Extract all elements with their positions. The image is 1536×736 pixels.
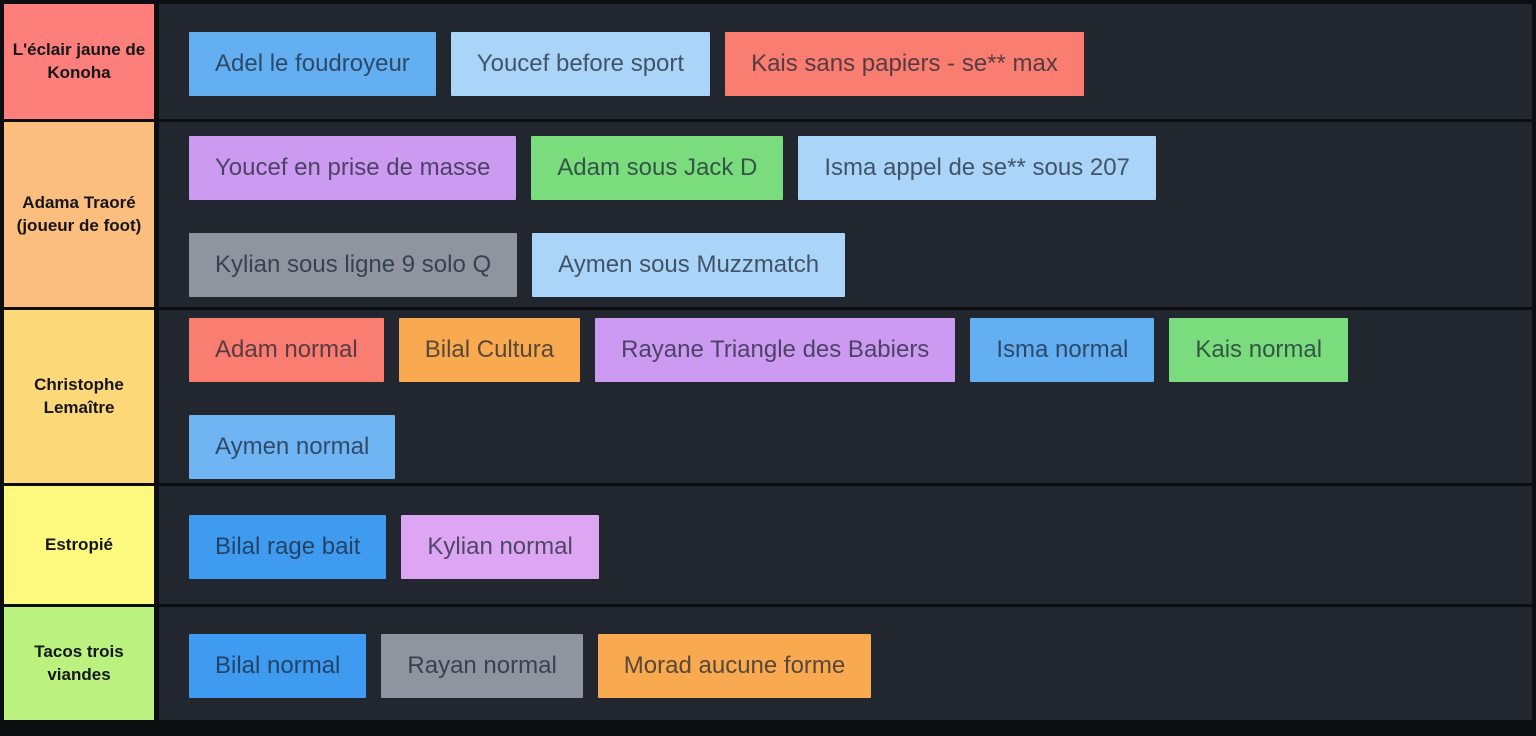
tier-item-label: Isma appel de se** sous 207: [824, 154, 1130, 181]
tier-label-text: Christophe Lemaître: [34, 375, 124, 417]
tier-label-text: L'éclair jaune de Konoha: [12, 40, 146, 82]
tier-line: Kylian sous ligne 9 solo Q Aymen sous Mu…: [189, 233, 1516, 297]
tier-content: Adel le foudroyeur Youcef before sport K…: [154, 4, 1532, 119]
tier-label: Tacos trois viandes: [4, 607, 154, 720]
tier-label: Estropié: [4, 486, 154, 604]
tier-item-label: Kylian normal: [427, 533, 573, 560]
tier-line: Adam normal Bilal Cultura Rayane Triangl…: [189, 318, 1516, 382]
tier-row: Adama Traoré (joueur de foot) Youcef en …: [4, 119, 1532, 307]
tier-item[interactable]: Kylian sous ligne 9 solo Q: [189, 233, 518, 297]
tier-item[interactable]: Adam normal: [189, 318, 384, 382]
tier-content: Bilal normal Rayan normal Morad aucune f…: [154, 607, 1532, 720]
tier-item[interactable]: Rayan normal: [381, 633, 583, 698]
tier-item-label: Adel le foudroyeur: [215, 49, 410, 77]
tier-item[interactable]: Bilal Cultura: [398, 318, 581, 382]
tier-item-label: Rayan normal: [407, 651, 557, 679]
tier-item[interactable]: Bilal normal: [189, 633, 367, 698]
tier-item[interactable]: Isma appel de se** sous 207: [798, 136, 1156, 200]
tier-label: Christophe Lemaître: [4, 310, 154, 483]
tier-label-text: Tacos trois viandes: [34, 642, 124, 684]
tier-item[interactable]: Adel le foudroyeur: [189, 31, 436, 96]
tier-item-label: Kais normal: [1195, 336, 1323, 363]
tier-item-label: Adam normal: [215, 336, 358, 363]
tier-item-label: Youcef before sport: [476, 49, 685, 77]
tier-item[interactable]: Rayane Triangle des Babiers: [595, 318, 956, 382]
tier-line: Adel le foudroyeur Youcef before sport K…: [189, 31, 1516, 96]
tier-row: Christophe Lemaître Adam normal Bilal Cu…: [4, 307, 1532, 483]
tier-item[interactable]: Adam sous Jack D: [531, 136, 784, 200]
tier-line: Youcef en prise de masse Adam sous Jack …: [189, 136, 1516, 200]
tier-item[interactable]: Isma normal: [970, 318, 1155, 382]
tier-item-label: Isma normal: [996, 336, 1129, 363]
tier-row: L'éclair jaune de Konoha Adel le foudroy…: [4, 4, 1532, 119]
tier-content: Adam normal Bilal Cultura Rayane Triangl…: [154, 310, 1532, 483]
tier-item[interactable]: Bilal rage bait: [189, 515, 387, 579]
tier-label-text: Adama Traoré (joueur de foot): [16, 193, 142, 235]
tier-item[interactable]: Aymen normal: [189, 415, 396, 479]
tier-item[interactable]: Kais sans papiers - se** max: [725, 31, 1084, 96]
tier-content: Youcef en prise de masse Adam sous Jack …: [154, 122, 1532, 307]
tier-label-text: Estropié: [44, 534, 114, 554]
tier-item-label: Youcef en prise de masse: [215, 154, 491, 181]
tier-item-label: Bilal rage bait: [215, 533, 361, 560]
tier-item[interactable]: Aymen sous Muzzmatch: [532, 233, 846, 297]
tier-item-label: Bilal Cultura: [424, 336, 555, 363]
tier-item-label: Bilal normal: [215, 651, 341, 679]
tier-item-label: Kylian sous ligne 9 solo Q: [215, 251, 492, 278]
tier-item[interactable]: Youcef before sport: [450, 31, 711, 96]
tier-line: Aymen normal: [189, 415, 1516, 479]
tier-item[interactable]: Youcef en prise de masse: [189, 136, 517, 200]
tier-label: Adama Traoré (joueur de foot): [4, 122, 154, 307]
tier-content: Bilal rage bait Kylian normal: [154, 486, 1532, 604]
tier-item-label: Aymen normal: [215, 433, 370, 460]
tier-line: Bilal normal Rayan normal Morad aucune f…: [189, 633, 1516, 698]
tier-item-label: Rayane Triangle des Babiers: [621, 336, 930, 363]
tier-item[interactable]: Morad aucune forme: [597, 633, 872, 698]
tier-line: Bilal rage bait Kylian normal: [189, 515, 1516, 579]
tier-item[interactable]: Kylian normal: [401, 515, 599, 579]
tier-item[interactable]: Kais normal: [1169, 318, 1349, 382]
tier-item-label: Adam sous Jack D: [557, 154, 758, 181]
tier-row: Tacos trois viandes Bilal normal Rayan n…: [4, 604, 1532, 720]
tier-item-label: Aymen sous Muzzmatch: [558, 251, 820, 278]
tier-label: L'éclair jaune de Konoha: [4, 4, 154, 119]
tier-item-label: Morad aucune forme: [623, 651, 846, 679]
tier-item-label: Kais sans papiers - se** max: [751, 49, 1058, 77]
tier-row: Estropié Bilal rage bait Kylian normal: [4, 483, 1532, 604]
